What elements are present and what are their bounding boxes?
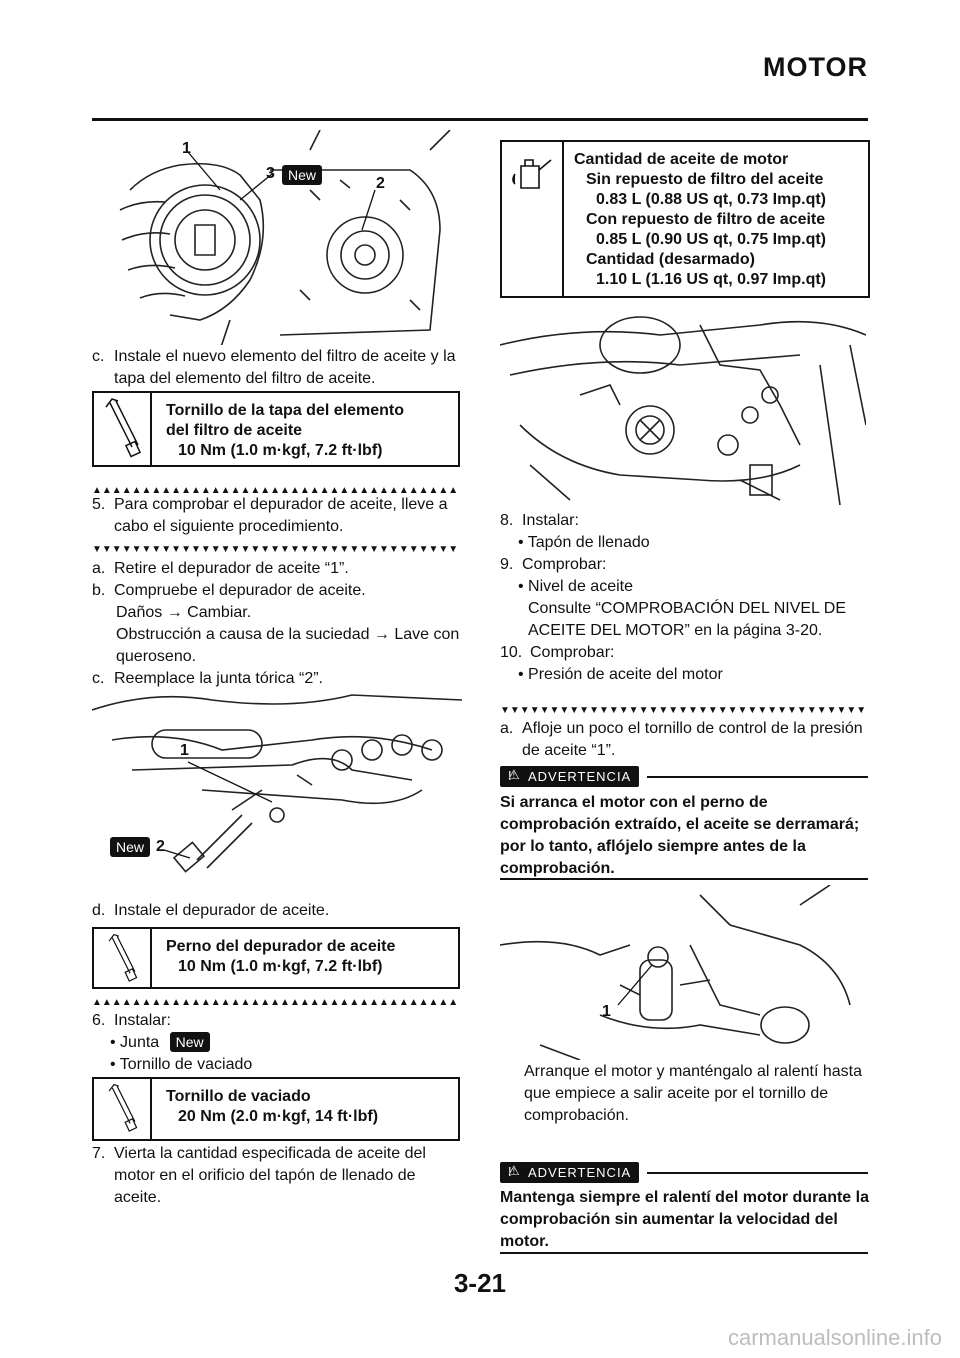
step-text: Reemplace la junta tórica “2”. <box>114 670 323 687</box>
warning-header: ⚠ ADVERTENCIA <box>500 766 868 787</box>
step-text: Para comprobar el depurador de aceite, l… <box>114 496 448 535</box>
step-prefix: a. <box>92 560 106 577</box>
step-prefix: b. <box>92 582 106 599</box>
warning-label: ADVERTENCIA <box>528 1165 632 1180</box>
oil-spec-title: Cantidad de aceite de motor <box>574 151 789 168</box>
step-text: Compruebe el depurador de aceite. <box>114 582 366 599</box>
step-prefix: 8. <box>500 512 514 529</box>
oil-spec-value: 0.85 L (0.90 US qt, 0.75 Imp.qt) <box>596 231 826 248</box>
bullet-gasket: • Junta <box>110 1034 160 1051</box>
spec-value: 20 Nm (2.0 m·kgf, 14 ft·lbf) <box>178 1108 379 1125</box>
step-c-install-filter: c. Instale el nuevo elemento del filtro d… <box>92 346 462 390</box>
step-text: Afloje un poco el tornillo de control de… <box>522 720 863 759</box>
oil-spec-value: 1.10 L (1.16 US qt, 0.97 Imp.qt) <box>596 271 826 288</box>
warning-end-rule <box>500 1252 868 1254</box>
spec-title: Perno del depurador de aceite <box>166 938 396 955</box>
step-d: d. Instale el depurador de aceite. <box>92 900 462 922</box>
oil-filler-cap-figure <box>500 305 866 505</box>
warning-badge: ⚠ ADVERTENCIA <box>500 1162 640 1183</box>
oil-strainer-figure: 1 New 2 <box>92 690 462 890</box>
oil-can-icon <box>502 142 564 296</box>
step-prefix: 10. <box>500 644 523 661</box>
steps-8-10: 8. Instalar: • Tapón de llenado 9. Comprob… <box>500 510 870 686</box>
step-prefix: 5. <box>92 496 106 513</box>
step-prefix: 9. <box>500 556 514 573</box>
oil-spec-value: 0.83 L (0.88 US qt, 0.73 Imp.qt) <box>596 191 826 208</box>
step-prefix: a. <box>500 720 514 737</box>
page-number: 3-21 <box>453 1268 507 1298</box>
warning-end-rule <box>500 878 868 880</box>
spec-value: 10 Nm (1.0 m·kgf, 7.2 ft·lbf) <box>178 442 383 459</box>
spec-title: Tornillo de vaciado <box>166 1088 311 1105</box>
step-text: Comprobar: <box>522 556 607 573</box>
oil-quantity-spec: Cantidad de aceite de motor Sin repuesto… <box>500 140 870 298</box>
oil-spec-label: Con repuesto de filtro de aceite <box>586 211 826 228</box>
step-prefix: 7. <box>92 1145 106 1162</box>
torque-spec-filter-cover: Tornillo de la tapa del elemento del fil… <box>92 391 460 467</box>
step-text: Retire el depurador de aceite “1”. <box>114 560 349 577</box>
substeps-a-c: a. Retire el depurador de aceite “1”. b. C… <box>92 558 462 690</box>
step-prefix: c. <box>92 348 105 365</box>
oil-check-bolt-figure: 1 <box>500 885 866 1060</box>
warning-rule <box>647 1171 868 1174</box>
step-text: Vierta la cantidad especificada de aceit… <box>114 1145 426 1206</box>
spec-title-2: del filtro de aceite <box>166 422 303 439</box>
callout-1: 1 <box>182 140 191 157</box>
torque-spec-drain-bolt: Tornillo de vaciado 20 Nm (2.0 m·kgf, 14… <box>92 1077 460 1141</box>
step-prefix: c. <box>92 670 105 687</box>
start-engine-instruction: Arranque el motor y manténgalo al ralent… <box>524 1063 862 1124</box>
oil-filter-cover-figure: 1 3 New 2 <box>110 130 460 345</box>
torque-wrench-icon <box>94 1079 152 1139</box>
callout-2: 2 <box>376 175 385 192</box>
step-text: Instale el nuevo elemento del filtro de … <box>114 348 456 387</box>
torque-spec-strainer-bolt: Perno del depurador de aceite 10 Nm (1.0… <box>92 927 460 989</box>
step-text: Instalar: <box>522 512 579 529</box>
procedure-start-marker: ▼▼▼▼▼▼▼▼▼▼▼▼▼▼▼▼▼▼▼▼▼▼▼▼▼▼▼▼▼▼▼▼▼▼▼▼▼▼▼▼ <box>500 706 866 716</box>
step-6: 6. Instalar: • Junta New • Tornillo de va… <box>92 1010 462 1076</box>
step-detail: Daños → Cambiar. <box>116 604 252 621</box>
bullet-oil-pressure: • Presión de aceite del motor <box>518 666 723 683</box>
watermark: carmanualsonline.info <box>727 1325 942 1350</box>
procedure-end-marker: ▲▲▲▲▲▲▲▲▲▲▲▲▲▲▲▲▲▲▲▲▲▲▲▲▲▲▲▲▲▲▲▲▲▲▲▲▲▲▲▲ <box>92 998 456 1008</box>
callout-1: 1 <box>602 1003 611 1020</box>
warning-rule <box>647 775 868 778</box>
warning-icon: ⚠ <box>508 1163 521 1178</box>
new-badge: New <box>110 837 151 857</box>
spec-title-1: Tornillo de la tapa del elemento <box>166 402 404 419</box>
step-text: Instale el depurador de aceite. <box>114 902 330 919</box>
step-text: Comprobar: <box>530 644 615 661</box>
header-rule <box>92 118 868 121</box>
step-5: 5. Para comprobar el depurador de aceite,… <box>92 494 462 538</box>
step-detail: Obstrucción a causa de la suciedad → Lav… <box>116 626 460 665</box>
warning-badge: ⚠ ADVERTENCIA <box>500 766 640 787</box>
procedure-end-marker: ▲▲▲▲▲▲▲▲▲▲▲▲▲▲▲▲▲▲▲▲▲▲▲▲▲▲▲▲▲▲▲▲▲▲▲▲▲▲▲▲ <box>92 486 456 496</box>
step-7: 7. Vierta la cantidad especificada de ace… <box>92 1143 462 1209</box>
bullet-drain-bolt: • Tornillo de vaciado <box>110 1056 253 1073</box>
section-title: MOTOR <box>763 52 868 82</box>
oil-spec-label: Sin repuesto de filtro del aceite <box>586 171 824 188</box>
torque-wrench-icon <box>94 929 152 987</box>
cross-reference: Consulte “COMPROBACIÓN DEL NIVEL DE ACEI… <box>528 600 847 639</box>
callout-1: 1 <box>180 742 189 759</box>
bullet-filler-cap: • Tapón de llenado <box>518 534 650 551</box>
warning-icon: ⚠ <box>508 767 521 782</box>
callout-3: 3 <box>266 165 275 182</box>
step-prefix: 6. <box>92 1012 106 1029</box>
warning-header: ⚠ ADVERTENCIA <box>500 1162 868 1183</box>
step-prefix: d. <box>92 902 106 919</box>
bullet-oil-level: • Nivel de aceite <box>518 578 633 595</box>
warning-text: Si arranca el motor con el perno de comp… <box>500 794 860 877</box>
new-badge: New <box>282 165 323 185</box>
warning-text: Mantenga siempre el ralentí del motor du… <box>500 1189 869 1250</box>
warning-label: ADVERTENCIA <box>528 769 632 784</box>
torque-wrench-icon <box>94 393 152 465</box>
procedure-start-marker: ▼▼▼▼▼▼▼▼▼▼▼▼▼▼▼▼▼▼▼▼▼▼▼▼▼▼▼▼▼▼▼▼▼▼▼▼▼▼▼▼ <box>92 545 456 555</box>
callout-2: 2 <box>156 838 165 855</box>
spec-value: 10 Nm (1.0 m·kgf, 7.2 ft·lbf) <box>178 958 383 975</box>
oil-spec-label: Cantidad (desarmado) <box>586 251 755 268</box>
step-a-loosen-bolt: a. Afloje un poco el tornillo de control … <box>500 718 870 762</box>
new-badge: New <box>169 1032 210 1052</box>
step-text: Instalar: <box>114 1012 171 1029</box>
